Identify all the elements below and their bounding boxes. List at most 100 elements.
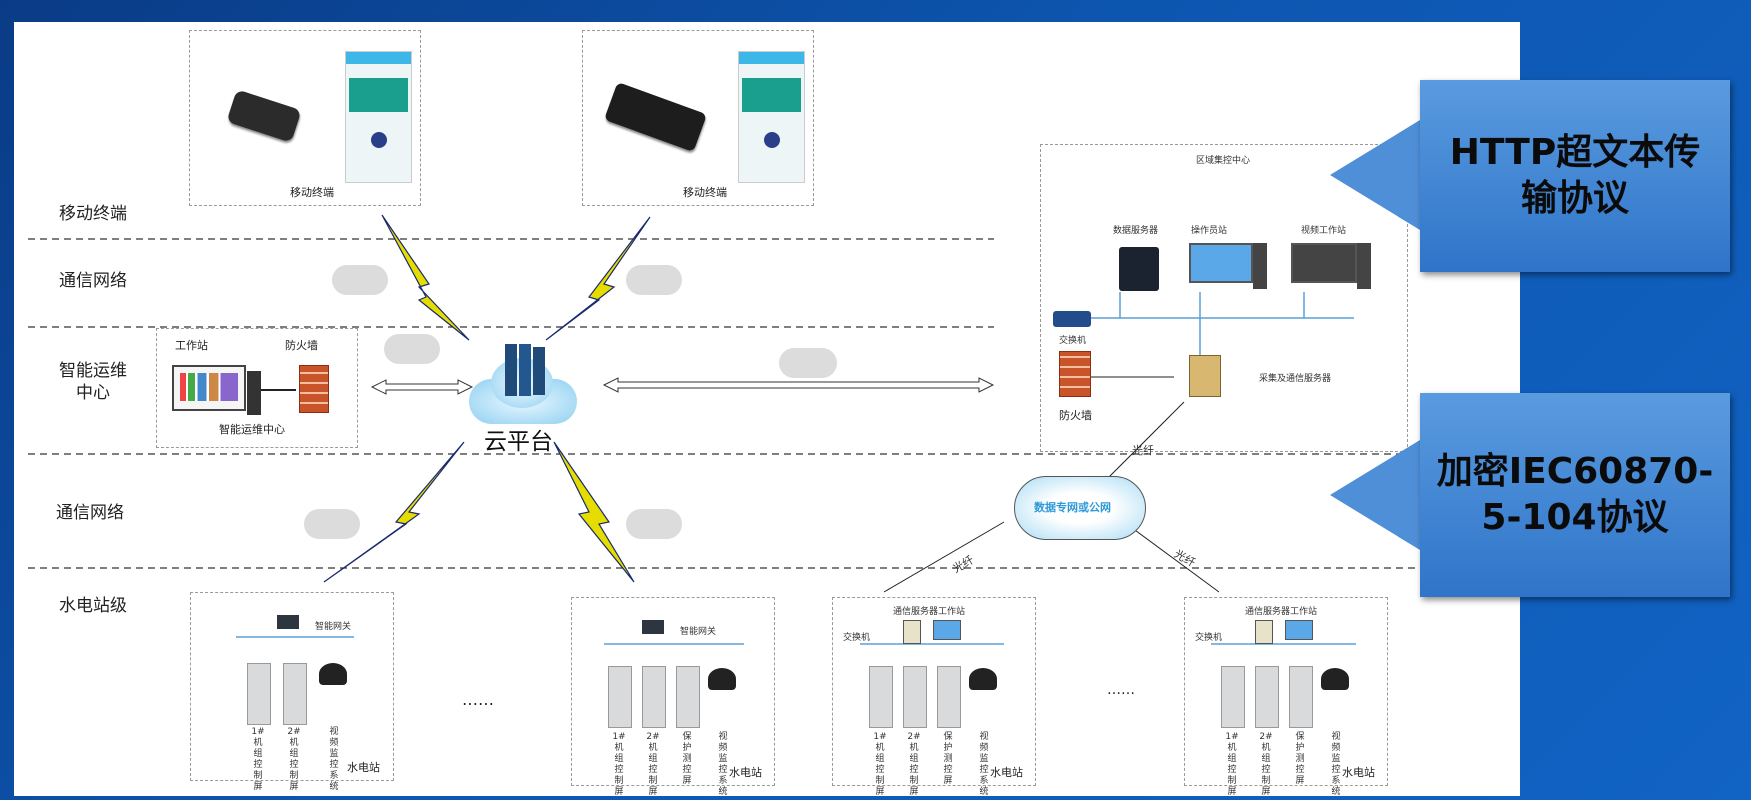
- cloud-icon: [332, 265, 388, 295]
- column-label: 视频监控系统: [1331, 732, 1341, 797]
- control-cabinet-icon: [1221, 666, 1245, 728]
- layer-label-mobile: 移动终端: [59, 204, 127, 224]
- pc-tower-icon: [1253, 243, 1267, 289]
- control-cabinet-icon: [283, 663, 307, 725]
- cloud-icon: [779, 348, 837, 378]
- layer-label-ops: 智能运维: [59, 361, 127, 381]
- comm-server-label: 通信服务器工作站: [1245, 607, 1318, 617]
- firewall-label: 防火墙: [1059, 409, 1092, 422]
- hydro-station-panel: 通信服务器工作站 交换机 1#机组控制屏 2#机组控制屏 保护测控屏 视频监控系…: [832, 597, 1036, 797]
- column-label: 保护测控屏: [1295, 732, 1305, 786]
- column-label: 视频监控系统: [329, 727, 339, 792]
- operator-station-label: 操作员站: [1191, 226, 1228, 236]
- column-label: 2#机组控制屏: [646, 732, 660, 797]
- bidirectional-arrow: [370, 379, 474, 395]
- iec-arrow-icon: [1330, 440, 1420, 550]
- app-screen-icon: [738, 51, 805, 183]
- ellipsis: ……: [462, 690, 494, 709]
- firewall-icon: [1059, 351, 1091, 397]
- column-label: 保护测控屏: [943, 732, 953, 786]
- layer-label-network-2: 通信网络: [56, 503, 124, 523]
- ops-center-caption: 智能运维中心: [219, 423, 285, 436]
- protection-cabinet-icon: [676, 666, 700, 728]
- firewall-label: 防火墙: [285, 339, 318, 352]
- connection-lines: [28, 214, 1520, 645]
- column-label: 1#机组控制屏: [251, 727, 265, 792]
- wireless-link: [323, 441, 465, 583]
- station-caption: 水电站: [1342, 766, 1375, 779]
- regional-center-panel: 区域集控中心 数据服务器 操作员站 视频工作站 交换机 防火墙 采集及通信服务器: [1040, 144, 1408, 452]
- ops-center-panel: 工作站 防火墙 智能运维中心: [156, 328, 358, 448]
- gateway-label: 智能网关: [680, 627, 717, 637]
- pc-tower-icon: [247, 371, 261, 415]
- column-label: 1#机组控制屏: [873, 732, 887, 797]
- column-label: 视频监控系统: [718, 732, 728, 797]
- layer-label-network: 通信网络: [59, 271, 127, 291]
- column-label: 1#机组控制屏: [1225, 732, 1239, 797]
- firewall-icon: [299, 365, 329, 413]
- ellipsis: ……: [1107, 682, 1135, 698]
- pc-tower-icon: [1357, 243, 1371, 289]
- camera-icon: [1321, 668, 1349, 690]
- layer-label-station: 水电站级: [59, 596, 127, 616]
- mobile-terminal-panel: 移动终端: [189, 30, 421, 206]
- station-caption: 水电站: [729, 766, 762, 779]
- column-label: 保护测控屏: [682, 732, 692, 786]
- column-label: 2#机组控制屏: [1259, 732, 1273, 797]
- wireless-link: [553, 441, 635, 583]
- network-cloud-icon: [1014, 476, 1146, 540]
- network-cloud-label: 数据专网或公网: [1034, 501, 1111, 514]
- protection-cabinet-icon: [1289, 666, 1313, 728]
- iec-callout-text: 加密IEC60870-5-104协议: [1436, 451, 1714, 538]
- phone-icon: [226, 89, 302, 143]
- monitor-icon: [1285, 620, 1313, 640]
- video-monitor-icon: [1291, 243, 1357, 283]
- control-cabinet-icon: [642, 666, 666, 728]
- cloud-icon: [384, 334, 440, 364]
- station-caption: 水电站: [990, 766, 1023, 779]
- protection-cabinet-icon: [937, 666, 961, 728]
- http-callout: HTTP超文本传输协议: [1420, 80, 1730, 272]
- server-icon: [1119, 247, 1159, 291]
- wireless-link: [545, 216, 651, 341]
- cloud-platform-icon: [469, 344, 577, 424]
- tablet-icon: [604, 81, 707, 153]
- http-arrow-icon: [1330, 120, 1420, 230]
- fiber-label: 光纤: [1132, 444, 1154, 457]
- comm-server-label: 采集及通信服务器: [1259, 374, 1332, 384]
- column-label: 视频监控系统: [979, 732, 989, 797]
- data-server-label: 数据服务器: [1113, 226, 1159, 236]
- gateway-label: 智能网关: [315, 622, 352, 632]
- diagram-canvas: 移动终端 通信网络 智能运维 中心 通信网络 水电站级 移动终端 移动终端 工作…: [14, 22, 1520, 797]
- cloud-icon: [626, 509, 682, 539]
- video-workstation-label: 视频工作站: [1301, 226, 1347, 236]
- cloud-icon: [304, 509, 360, 539]
- operator-monitor-icon: [1189, 243, 1253, 283]
- control-cabinet-icon: [1255, 666, 1279, 728]
- comm-server-label: 通信服务器工作站: [893, 607, 966, 617]
- iec-callout: 加密IEC60870-5-104协议: [1420, 393, 1730, 597]
- layer-label-ops-2: 中心: [76, 383, 110, 403]
- monitor-icon: [933, 620, 961, 640]
- app-screen-icon: [345, 51, 412, 183]
- wireless-link: [381, 214, 470, 341]
- control-cabinet-icon: [903, 666, 927, 728]
- hydro-station-panel: 通信服务器工作站 交换机 1#机组控制屏 2#机组控制屏 保护测控屏 视频监控系…: [1184, 597, 1388, 797]
- switch-label: 交换机: [1059, 336, 1087, 346]
- regional-center-title: 区域集控中心: [1196, 156, 1251, 166]
- control-cabinet-icon: [869, 666, 893, 728]
- workstation-label: 工作站: [175, 339, 208, 352]
- switch-icon: [1053, 311, 1091, 327]
- hydro-station-panel: 智能网关 1#机组控制屏 2#机组控制屏 视频监控系统 水电站: [190, 592, 394, 792]
- bidirectional-arrow: [602, 377, 995, 393]
- mobile-terminal-panel: 移动终端: [582, 30, 814, 206]
- comm-server-icon: [1189, 355, 1221, 397]
- control-cabinet-icon: [247, 663, 271, 725]
- camera-icon: [969, 668, 997, 690]
- server-icon: [903, 620, 921, 644]
- mobile-caption: 移动终端: [290, 186, 334, 199]
- column-label: 2#机组控制屏: [287, 727, 301, 792]
- camera-icon: [708, 668, 736, 690]
- column-label: 1#机组控制屏: [612, 732, 626, 797]
- gateway-icon: [277, 615, 299, 629]
